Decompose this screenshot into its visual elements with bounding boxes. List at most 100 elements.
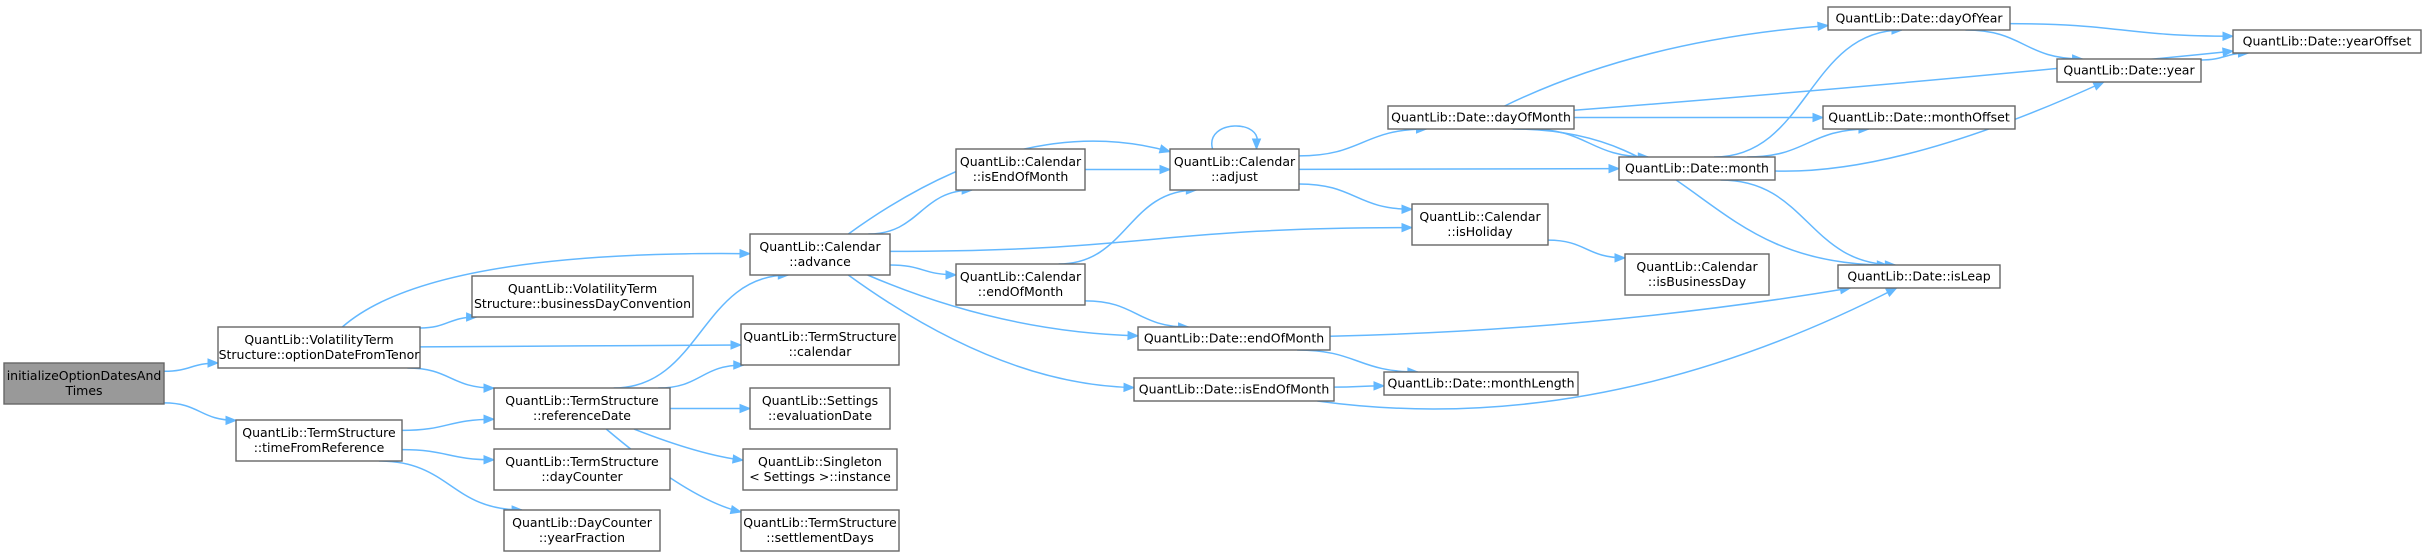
node-cal-advance[interactable]: QuantLib::Calendar::advance	[749, 233, 891, 276]
node-box	[235, 419, 403, 462]
node-label-line: QuantLib::Date::year	[2063, 63, 2195, 78]
edge-ts_tfr-to-ts_refdate	[401, 414, 496, 432]
node-date-yearoffset[interactable]: QuantLib::Date::yearOffset	[2232, 29, 2422, 54]
edge-cal_endofmonth-to-cal_adjust	[1058, 185, 1198, 265]
node-settings-evaldate[interactable]: QuantLib::Settings::evaluationDate	[749, 387, 891, 430]
node-ts-refdate[interactable]: QuantLib::TermStructure::referenceDate	[493, 387, 671, 430]
node-box	[740, 509, 900, 552]
node-box	[217, 326, 421, 369]
edge-cal_adjust-to-cal_isholiday	[1298, 183, 1414, 215]
node-label-line: QuantLib::Calendar	[960, 269, 1082, 284]
node-box	[493, 448, 671, 491]
node-label-line: QuantLib::Calendar	[759, 239, 881, 254]
node-label-line: ::timeFromReference	[254, 440, 385, 455]
node-box	[1618, 156, 1776, 181]
node-box	[503, 509, 661, 552]
node-label-line: QuantLib::Date::isEndOfMonth	[1139, 382, 1330, 397]
edge-date_dayofyear-to-date_yearoffset	[2009, 22, 2235, 41]
node-label-line: initializeOptionDatesAnd	[7, 368, 162, 383]
node-box	[471, 275, 694, 318]
edge-cal_advance-to-cal_endofmonth	[889, 264, 958, 280]
node-date-isleap[interactable]: QuantLib::Date::isLeap	[1837, 264, 2001, 289]
node-label-line: ::evaluationDate	[768, 408, 872, 423]
edge-ts_tfr-to-ts_daycounter	[401, 448, 496, 465]
node-label-line: ::isBusinessDay	[1648, 274, 1747, 289]
node-box	[740, 323, 900, 366]
node-label-line: QuantLib::TermStructure	[505, 393, 659, 408]
node-label-line: QuantLib::Date::month	[1625, 161, 1769, 176]
node-box	[1169, 148, 1300, 191]
edge-date_dayofyear-to-date_year	[1965, 29, 2084, 64]
node-cal-adjust[interactable]: QuantLib::Calendar::adjust	[1169, 148, 1300, 191]
edge-ts_refdate-to-ts_settlementdays	[605, 428, 743, 515]
node-label-line: QuantLib::TermStructure	[743, 329, 897, 344]
edge-ts_refdate-to-ts_calendar	[658, 360, 746, 389]
node-box	[493, 387, 671, 430]
node-box	[1411, 203, 1549, 246]
node-box	[955, 263, 1086, 306]
edge-ts_refdate-to-singleton_instance	[633, 428, 745, 464]
node-date-dayofmonth[interactable]: QuantLib::Date::dayOfMonth	[1387, 105, 1575, 130]
node-label-line: ::yearFraction	[539, 530, 625, 545]
edge-cal_advance-to-cal_isholiday	[889, 222, 1414, 253]
node-label-line: QuantLib::Date::monthOffset	[1828, 110, 2010, 125]
edge-cal_isholiday-to-cal_isbusinessday	[1547, 239, 1627, 263]
node-box	[2232, 29, 2422, 54]
node-box	[1137, 326, 1331, 351]
node-label-line: QuantLib::Date::dayOfMonth	[1391, 110, 1571, 125]
node-label-line: ::advance	[789, 254, 851, 269]
node-ts-calendar[interactable]: QuantLib::TermStructure::calendar	[740, 323, 900, 366]
edge-root-to-ts_tfr	[163, 402, 238, 426]
node-label-line: QuantLib::Settings	[762, 393, 878, 408]
node-date-isendofmonth[interactable]: QuantLib::Date::isEndOfMonth	[1133, 377, 1335, 402]
node-label-line: QuantLib::Singleton	[758, 454, 882, 469]
node-label-line: ::isEndOfMonth	[973, 169, 1069, 184]
node-cal-endofmonth[interactable]: QuantLib::Calendar::endOfMonth	[955, 263, 1086, 306]
node-label-line: ::referenceDate	[533, 408, 631, 423]
edge-vts_odft-to-cal_advance	[341, 248, 752, 328]
node-label-line: ::settlementDays	[766, 530, 873, 545]
node-cal-isholiday[interactable]: QuantLib::Calendar::isHoliday	[1411, 203, 1549, 246]
edge-date_dayofmonth-to-date_dayofyear	[1504, 21, 1830, 107]
edge-vts_odft-to-ts_calendar	[419, 340, 743, 350]
node-vts-odft[interactable]: QuantLib::VolatilityTermStructure::optio…	[217, 326, 421, 369]
node-label-line: QuantLib::Calendar	[1636, 259, 1758, 274]
node-box	[3, 362, 165, 405]
node-date-year[interactable]: QuantLib::Date::year	[2056, 58, 2202, 83]
node-label-line: QuantLib::Date::monthLength	[1387, 376, 1574, 391]
node-label-line: QuantLib::Calendar	[1174, 154, 1296, 169]
node-dc-yearfraction[interactable]: QuantLib::DayCounter::yearFraction	[503, 509, 661, 552]
node-label-line: QuantLib::TermStructure	[242, 425, 396, 440]
node-cal-isendofmonth[interactable]: QuantLib::Calendar::isEndOfMonth	[955, 148, 1086, 191]
node-date-dayofyear[interactable]: QuantLib::Date::dayOfYear	[1827, 6, 2011, 31]
node-label-line: ::isHoliday	[1447, 224, 1513, 239]
node-date-endofmonth[interactable]: QuantLib::Date::endOfMonth	[1137, 326, 1331, 351]
edge-vts_odft-to-vts_bdc	[419, 312, 478, 329]
node-label-line: Structure::businessDayConvention	[474, 296, 691, 311]
node-label-line: QuantLib::DayCounter	[512, 515, 653, 530]
node-box	[955, 148, 1086, 191]
node-date-monthlength[interactable]: QuantLib::Date::monthLength	[1383, 371, 1579, 396]
node-box	[749, 387, 891, 430]
node-cal-isbusinessday[interactable]: QuantLib::Calendar::isBusinessDay	[1624, 253, 1770, 296]
node-box	[1624, 253, 1770, 296]
node-box	[749, 233, 891, 276]
node-ts-daycounter[interactable]: QuantLib::TermStructure::dayCounter	[493, 448, 671, 491]
node-date-monthoffset[interactable]: QuantLib::Date::monthOffset	[1822, 105, 2016, 130]
node-label-line: QuantLib::Calendar	[1419, 209, 1541, 224]
node-date-month[interactable]: QuantLib::Date::month	[1618, 156, 1776, 181]
node-label-line: QuantLib::Calendar	[960, 154, 1082, 169]
node-box	[1133, 377, 1335, 402]
node-ts-tfr[interactable]: QuantLib::TermStructure::timeFromReferen…	[235, 419, 403, 462]
node-ts-settlementdays[interactable]: QuantLib::TermStructure::settlementDays	[740, 509, 900, 552]
node-box	[2056, 58, 2202, 83]
node-vts-bdc[interactable]: QuantLib::VolatilityTermStructure::busin…	[471, 275, 694, 318]
node-singleton-instance[interactable]: QuantLib::Singleton< Settings >::instanc…	[742, 448, 898, 491]
edge-cal_advance-to-date_endofmonth	[867, 274, 1140, 341]
edge-vts_odft-to-ts_refdate	[407, 367, 496, 393]
node-label-line: ::dayCounter	[541, 469, 623, 484]
node-label-line: ::endOfMonth	[978, 284, 1063, 299]
node-label-line: Structure::optionDateFromTenor	[219, 347, 421, 362]
